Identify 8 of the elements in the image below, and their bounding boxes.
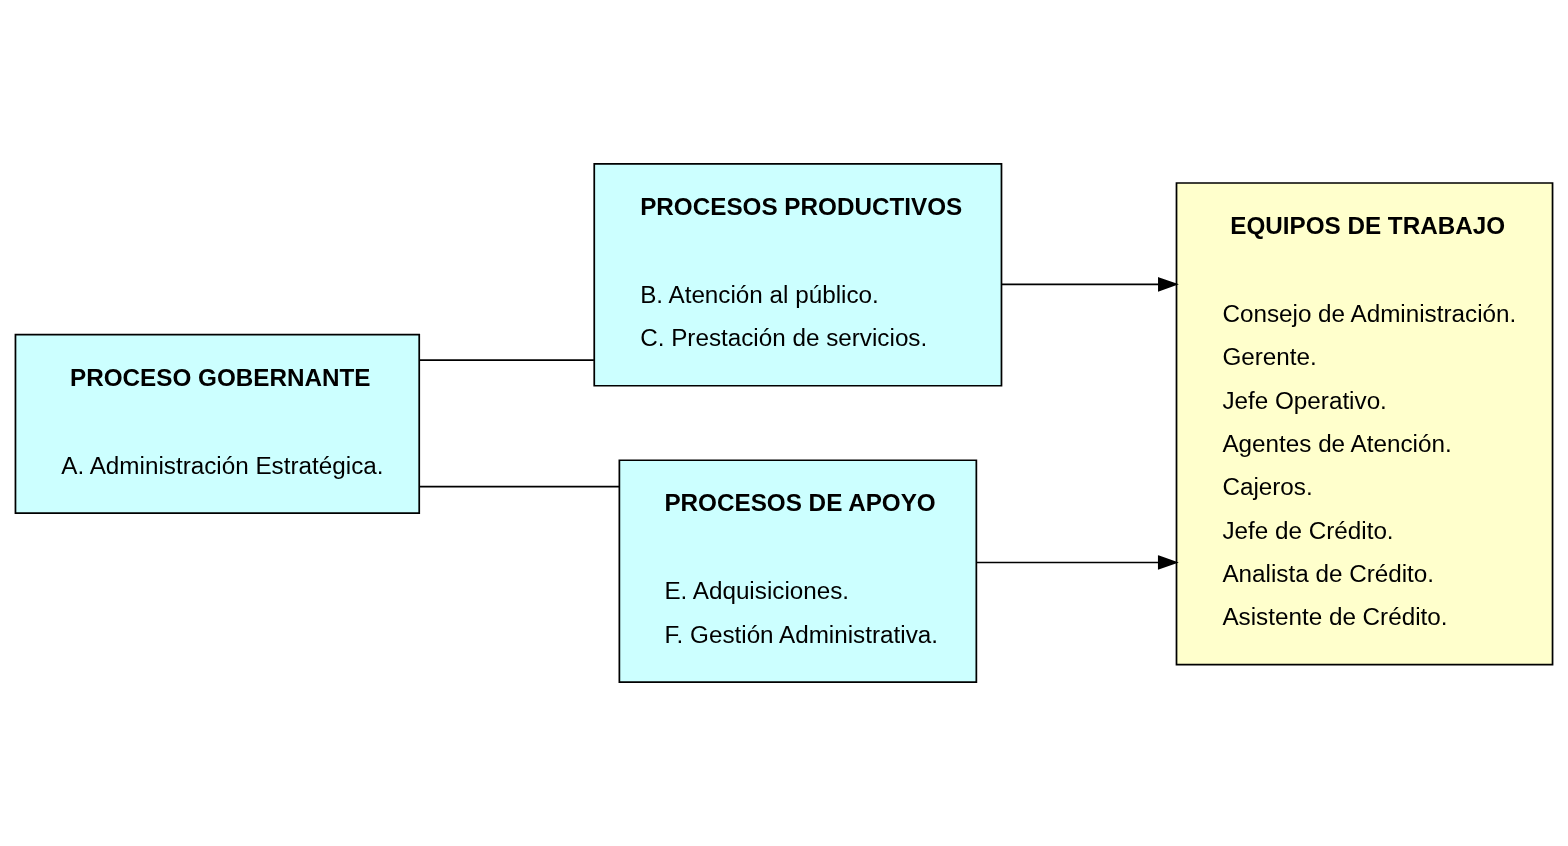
- node-box: EQUIPOS DE TRABAJO Consejo de Administración. Gerente. Jefe Operativo. Agentes de Atención. Cajeros. Jefe de Crédito. Analista de Crédito. Asistente de Crédito.: [1175, 182, 1554, 666]
- connector: [418, 359, 595, 362]
- node-box: PROCESO GOBERNANTE A. Administración Estratégica.: [14, 333, 421, 514]
- node-box: PROCESOS PRODUCTIVOS B. Atención al público. C. Prestación de servicios.: [593, 163, 1003, 387]
- connector: [418, 485, 620, 488]
- arrow: [1000, 277, 1179, 292]
- arrow: [975, 555, 1179, 570]
- node-box: PROCESOS DE APOYO E. Adquisiciones. F. Gestión Administrativa.: [618, 459, 978, 683]
